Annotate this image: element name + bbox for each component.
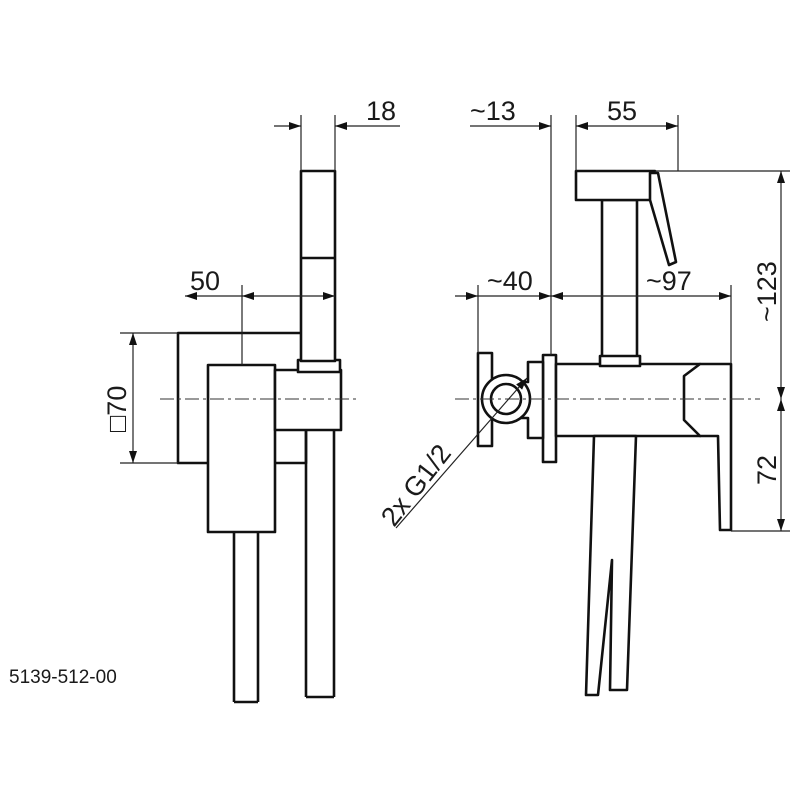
dim-thread-label: 2x G1/2 — [375, 439, 457, 532]
dim-55-label: 55 — [607, 96, 637, 126]
side-hand-shower — [299, 169, 337, 363]
front-view: ~13 55 ~40 ~97 ~123 72 2x G1/2 — [375, 96, 790, 697]
front-lever-handle — [682, 362, 733, 532]
side-view: 18 50 □70 — [102, 96, 400, 704]
front-shower-trigger — [648, 171, 678, 267]
front-valve-body — [554, 362, 702, 438]
dim-13-label: ~13 — [470, 96, 516, 126]
dim-40-label: ~40 — [487, 266, 533, 296]
dim-123-label: ~123 — [752, 261, 782, 322]
dim-18-label: 18 — [366, 96, 396, 126]
front-shower-collar — [598, 354, 642, 368]
front-shower-head — [574, 169, 657, 202]
front-shower-stem — [600, 198, 639, 362]
product-code: 5139-512-00 — [9, 667, 117, 688]
front-hose — [584, 434, 638, 697]
dim-72-label: 72 — [752, 455, 782, 485]
dim-thread-leader — [395, 377, 528, 529]
dim-97-label: ~97 — [646, 266, 692, 296]
side-outlet-connector — [273, 368, 343, 432]
front-wall-flange — [541, 353, 558, 464]
side-valve-body — [206, 363, 277, 534]
dim-50-label: 50 — [190, 266, 220, 296]
dim-70-label: □70 — [102, 386, 132, 432]
